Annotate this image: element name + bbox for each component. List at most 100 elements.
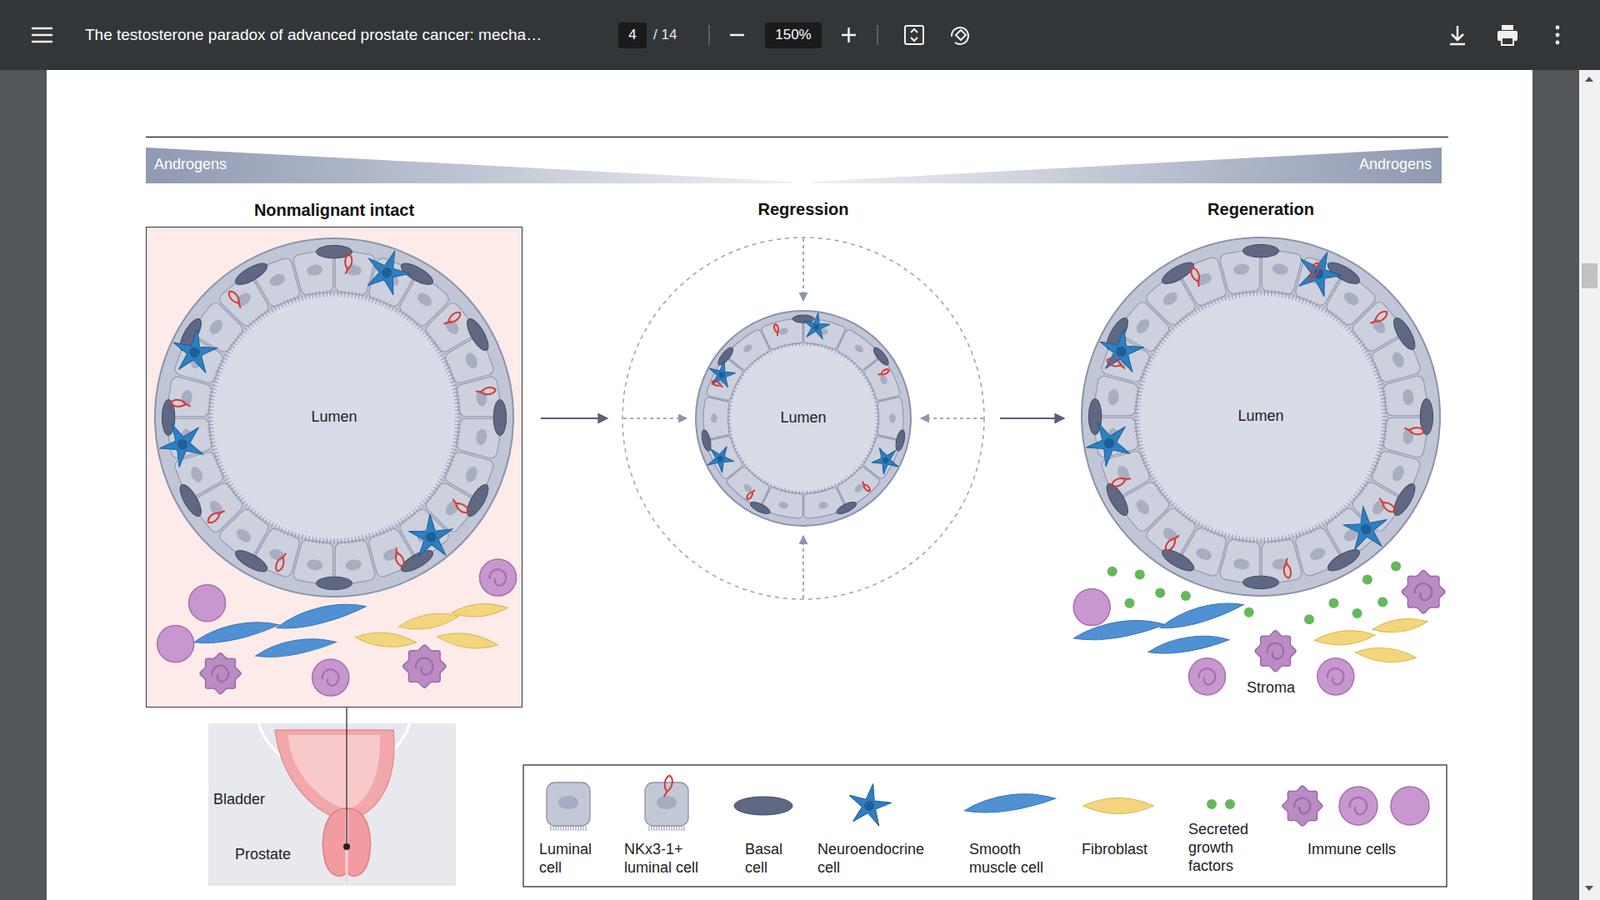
microvillus xyxy=(737,380,741,382)
microvillus xyxy=(741,374,745,377)
microvillus xyxy=(239,497,245,502)
microvillus xyxy=(444,363,450,366)
rotate-arc xyxy=(951,27,969,45)
immune-cell xyxy=(1401,570,1445,613)
cell-nucleus xyxy=(345,558,363,571)
microvillus xyxy=(674,825,675,831)
microvillus xyxy=(403,313,407,319)
legend-entry: Immune cells xyxy=(1307,840,1396,859)
microvillus xyxy=(400,310,405,316)
lumen-space xyxy=(1137,293,1385,541)
microvillus xyxy=(1173,324,1178,329)
androgen-wedge xyxy=(145,147,792,184)
microvillus xyxy=(276,304,280,310)
microvillus xyxy=(669,825,670,831)
nkx3-1-marker xyxy=(170,399,191,408)
microvillus xyxy=(217,367,224,370)
microvillus xyxy=(1134,426,1140,429)
microvillus xyxy=(206,413,214,415)
microvillus xyxy=(580,825,582,831)
microvillus xyxy=(1170,502,1175,507)
microvillus xyxy=(1134,401,1140,404)
microvillus xyxy=(820,488,822,492)
androgen-wedge xyxy=(812,147,1442,184)
panel-heading: Nonmalignant intact xyxy=(254,200,415,220)
microvillus xyxy=(1318,305,1322,311)
microvillus xyxy=(264,518,268,524)
microvillus xyxy=(1141,373,1148,376)
microvillus xyxy=(791,490,794,494)
legend-entry: Neuroendocrine cell xyxy=(817,840,935,877)
microvillus xyxy=(1197,306,1201,313)
microvillus xyxy=(1340,321,1345,327)
microvillus xyxy=(1147,359,1154,362)
microvillus xyxy=(1206,301,1210,308)
microvillus xyxy=(726,415,731,417)
region-label: Stroma xyxy=(1246,679,1295,698)
microvillus xyxy=(230,344,235,348)
microvillus xyxy=(1134,423,1141,425)
microvillus xyxy=(852,471,855,475)
microvillus xyxy=(440,475,447,479)
microvillus xyxy=(727,408,731,410)
band-label: Androgens xyxy=(1359,155,1432,175)
microvillus xyxy=(1163,335,1169,340)
microvillus xyxy=(1224,295,1226,301)
microvillus xyxy=(763,480,765,484)
microvillus xyxy=(1288,534,1290,540)
microvillus xyxy=(1350,496,1356,501)
microvillus xyxy=(1136,387,1143,390)
microvillus xyxy=(735,451,739,454)
microvillus xyxy=(1361,483,1367,487)
microvillus xyxy=(347,537,350,544)
microvillus xyxy=(280,527,283,534)
microvillus xyxy=(1242,536,1244,543)
microvillus xyxy=(276,525,280,532)
smooth-muscle-cell xyxy=(192,618,281,646)
neuroendocrine-nucleus xyxy=(863,800,875,812)
zoom-box: 150% xyxy=(765,22,822,49)
printer-paper xyxy=(1501,25,1514,30)
growth-factor xyxy=(1225,799,1235,810)
neuroendocrine-cell xyxy=(1336,500,1398,562)
microvillus xyxy=(212,452,219,455)
microvillus xyxy=(1378,444,1385,446)
microvillus xyxy=(429,338,435,343)
cell-nucleus xyxy=(188,465,205,485)
legend-entry: Fibroblast xyxy=(1081,840,1148,859)
microvillus xyxy=(1380,394,1386,395)
text-holder: Androgens xyxy=(154,146,227,184)
microvillus xyxy=(445,367,451,370)
macrophage-nucleus xyxy=(1267,643,1285,660)
microvillus xyxy=(406,514,410,520)
growth-factor xyxy=(1155,587,1165,598)
legend-entry: NKx3-1+ luminal cell xyxy=(624,840,708,877)
growth-factor xyxy=(1244,607,1255,618)
basal-cell xyxy=(871,345,891,368)
cell-nucleus xyxy=(1133,497,1152,517)
microvillus xyxy=(867,383,871,385)
microvillus xyxy=(727,423,732,425)
neuroendocrine-cell xyxy=(870,443,905,479)
microvillus xyxy=(1200,523,1205,530)
microvillus xyxy=(315,537,317,544)
legend-label: Fibroblast xyxy=(1081,840,1148,859)
microvillus xyxy=(319,290,321,297)
cell-nucleus xyxy=(1341,289,1361,308)
microvillus xyxy=(1165,496,1171,501)
microvillus xyxy=(817,489,820,493)
microvillus xyxy=(806,490,808,495)
nkx3-1-marker xyxy=(274,551,288,573)
microvillus xyxy=(358,293,360,300)
microvillus xyxy=(258,315,262,321)
microvillus xyxy=(344,538,346,545)
microvillus xyxy=(1200,305,1205,311)
microvillus xyxy=(1278,290,1280,297)
microvillus xyxy=(1179,319,1184,325)
scrollbar-track xyxy=(1579,70,1600,900)
microvillus xyxy=(803,490,805,495)
microvillus xyxy=(322,290,325,297)
microvillus xyxy=(1154,483,1160,487)
more-dot xyxy=(1555,25,1560,30)
cell-nucleus xyxy=(267,271,287,288)
